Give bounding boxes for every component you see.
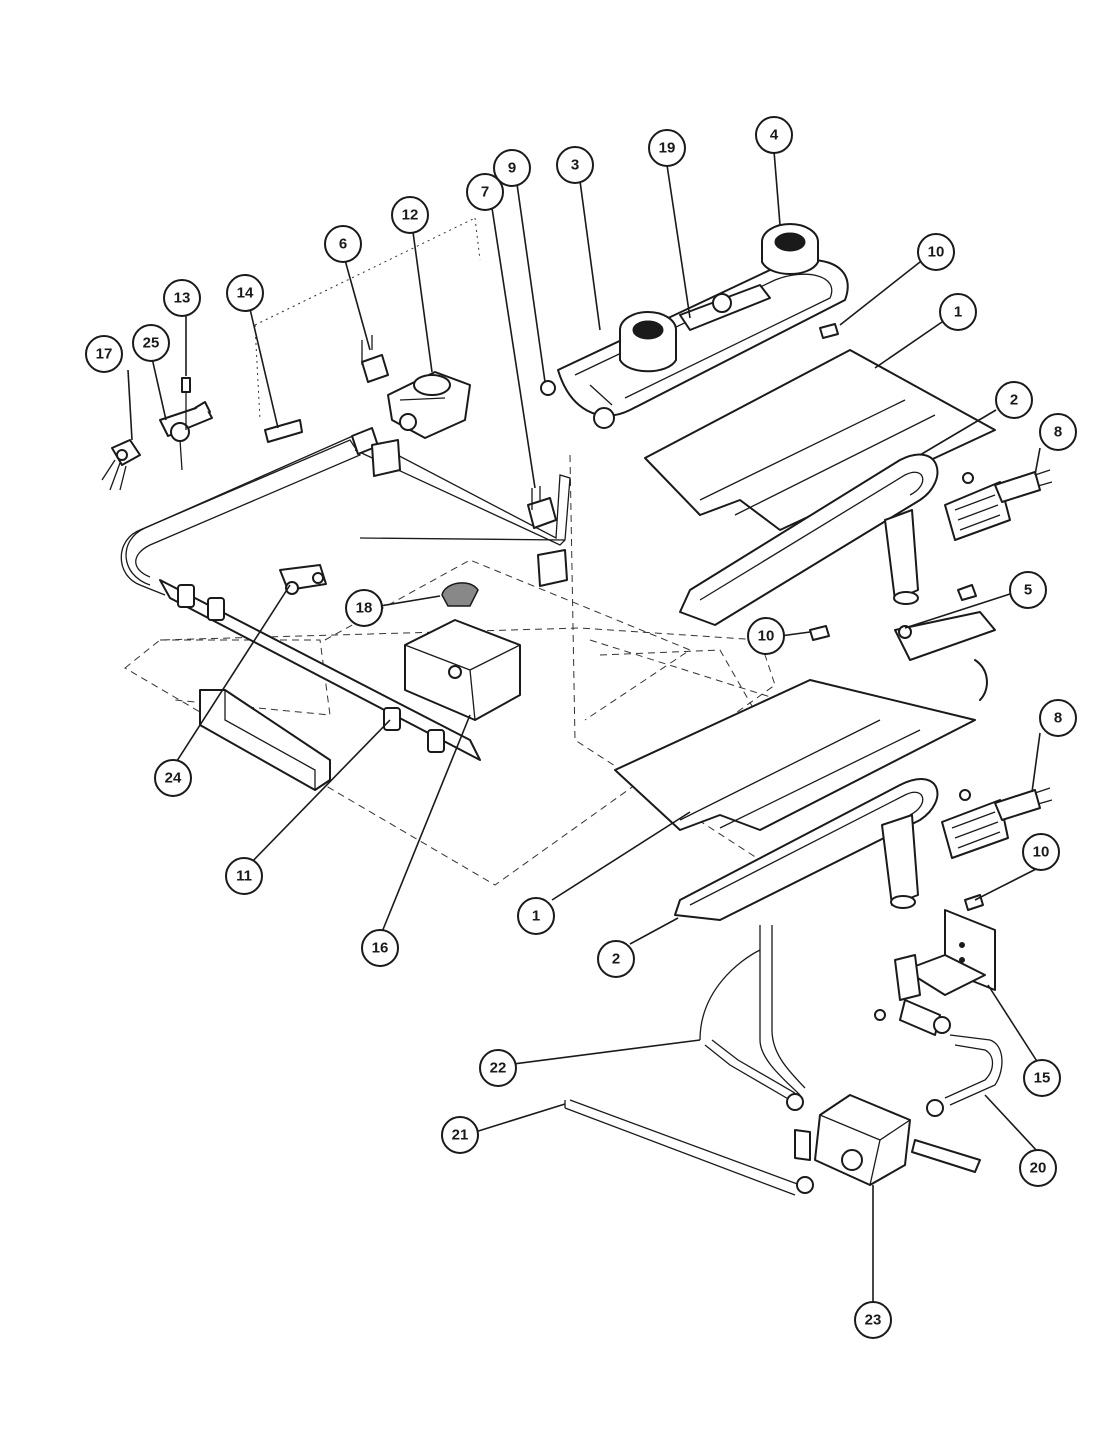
callout-1-lower: 1: [517, 897, 555, 935]
thermostat-valve: [387, 371, 471, 439]
svg-text:17: 17: [96, 346, 113, 363]
callout-13: 13: [163, 279, 201, 317]
callout-4: 4: [755, 116, 793, 154]
callout-5: 5: [1009, 571, 1047, 609]
callout-3: 3: [556, 146, 594, 184]
svg-text:10: 10: [928, 244, 945, 261]
svg-text:8: 8: [1054, 710, 1062, 727]
svg-text:15: 15: [1034, 1070, 1051, 1087]
svg-text:2: 2: [612, 951, 620, 968]
valve-7: [527, 486, 568, 587]
callout-2-lower: 2: [597, 940, 635, 978]
svg-text:21: 21: [452, 1127, 469, 1144]
svg-text:5: 5: [1024, 582, 1032, 599]
safety-valve-23: [786, 1093, 981, 1194]
ignitor-upper-8: [944, 469, 1053, 541]
callouts: 1 1 2 2 3 4 5 6 7 8 8 9 10 10 10 11 12 1…: [85, 116, 1077, 1339]
svg-text:22: 22: [490, 1060, 507, 1077]
bake-burner-lower: [674, 778, 939, 921]
callout-8-lower: 8: [1039, 699, 1077, 737]
callout-2-upper: 2: [995, 381, 1033, 419]
gas-tubes: [564, 925, 1003, 1196]
svg-text:9: 9: [508, 160, 516, 177]
callout-10-upper: 10: [917, 233, 955, 271]
callout-24: 24: [154, 759, 192, 797]
callout-15: 15: [1023, 1059, 1061, 1097]
ignitor-lower-8: [941, 787, 1053, 859]
heat-shield-upper: [644, 349, 996, 531]
svg-text:8: 8: [1054, 424, 1062, 441]
svg-text:25: 25: [143, 335, 160, 352]
svg-text:10: 10: [758, 628, 775, 645]
svg-text:16: 16: [372, 940, 389, 957]
svg-text:6: 6: [339, 236, 347, 253]
regulator-assembly: [101, 377, 213, 491]
callout-12: 12: [391, 196, 429, 234]
bracket-15: [874, 909, 996, 1036]
svg-text:1: 1: [954, 304, 962, 321]
callout-18: 18: [345, 589, 383, 627]
top-burner-assembly: [540, 223, 849, 429]
callout-22: 22: [479, 1049, 517, 1087]
gas-manifold-assembly: [120, 427, 571, 761]
callout-23: 23: [854, 1301, 892, 1339]
svg-text:23: 23: [865, 1312, 882, 1329]
svg-text:24: 24: [165, 770, 182, 787]
svg-text:12: 12: [402, 207, 419, 224]
svg-text:11: 11: [236, 868, 252, 885]
callout-7: 7: [466, 173, 504, 211]
callout-16: 16: [361, 929, 399, 967]
svg-text:13: 13: [174, 290, 191, 307]
svg-text:4: 4: [770, 127, 779, 144]
callout-17: 17: [85, 335, 123, 373]
svg-text:20: 20: [1030, 1160, 1047, 1177]
svg-text:14: 14: [237, 285, 254, 302]
svg-text:19: 19: [659, 140, 676, 157]
callout-25: 25: [132, 324, 170, 362]
valve-6: [361, 335, 401, 477]
callout-20: 20: [1019, 1149, 1057, 1187]
svg-text:1: 1: [532, 908, 540, 925]
bracket-14: [264, 419, 303, 443]
svg-text:18: 18: [356, 600, 373, 617]
callout-9: 9: [493, 149, 531, 187]
callout-6: 6: [324, 225, 362, 263]
callout-14: 14: [226, 274, 264, 312]
heat-shield-lower: [614, 679, 976, 831]
leader-lines: [127, 150, 1041, 1304]
svg-text:10: 10: [1033, 844, 1050, 861]
svg-text:7: 7: [481, 184, 489, 201]
svg-text:2: 2: [1010, 392, 1018, 409]
callout-21: 21: [441, 1116, 479, 1154]
broil-burner-upper: [679, 453, 939, 626]
callout-11: 11: [225, 857, 263, 895]
svg-text:3: 3: [571, 157, 579, 174]
spark-module-box: [404, 619, 521, 721]
callout-19: 19: [648, 129, 686, 167]
callout-10-middle: 10: [747, 617, 785, 655]
callout-1-upper: 1: [939, 293, 977, 331]
front-panel: [199, 689, 331, 791]
orifice-elbow-5: [894, 611, 996, 701]
callout-8-upper: 8: [1039, 413, 1077, 451]
callout-10-lower: 10: [1022, 833, 1060, 871]
ignitor-grill-18: [441, 582, 479, 607]
